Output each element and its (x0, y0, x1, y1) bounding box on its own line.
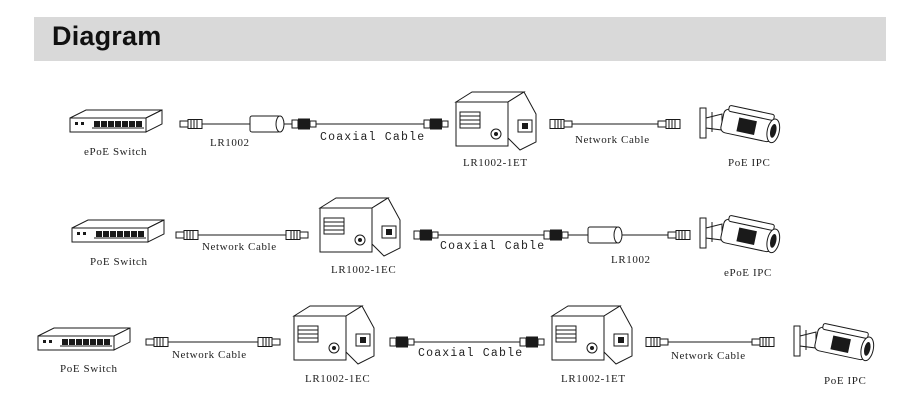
bullet-camera-icon (793, 321, 877, 363)
network-cable-label: Network Cable (575, 134, 650, 146)
bnc-connector-icon (519, 336, 545, 348)
network-cable-label: Network Cable (202, 241, 277, 253)
device-label: LR1002-1EC (331, 264, 396, 276)
rj45-connector-icon (285, 230, 309, 240)
lr1002-adapter-icon (579, 226, 631, 244)
coax-cable-label: Coaxial Cable (320, 131, 425, 144)
section-header: Diagram (34, 17, 886, 61)
rj45-connector-icon (549, 119, 573, 129)
switch-icon (69, 109, 163, 133)
rj45-connector-icon (257, 337, 281, 347)
device-label-1: LR1002-1EC (305, 373, 370, 385)
bnc-connector-icon (389, 336, 415, 348)
switch-label: PoE Switch (60, 363, 118, 375)
rj45-connector-icon (657, 119, 681, 129)
bnc-connector-icon (423, 118, 449, 130)
rj45-connector-icon (645, 337, 669, 347)
bnc-connector-icon (543, 229, 569, 241)
lr1002-label: LR1002 (210, 137, 250, 149)
row-1: ePoE Switch LR1002 Coaxial Cable LR1002-… (69, 91, 783, 169)
network-cable-label-2: Network Cable (671, 350, 746, 362)
bnc-connector-icon (291, 118, 317, 130)
lr1002-adapter-icon (241, 115, 293, 133)
switch-label: PoE Switch (90, 256, 148, 268)
camera-label: PoE IPC (824, 375, 866, 387)
extender-box-icon (455, 91, 537, 151)
device-label-2: LR1002-1ET (561, 373, 626, 385)
coax-cable-label: Coaxial Cable (440, 240, 545, 253)
rj45-connector-icon (175, 230, 199, 240)
bnc-connector-icon (413, 229, 439, 241)
bullet-camera-icon (699, 213, 783, 255)
extender-box-icon (551, 305, 633, 365)
network-cable-label-1: Network Cable (172, 349, 247, 361)
device-label: LR1002-1ET (463, 157, 528, 169)
rj45-connector-icon (751, 337, 775, 347)
row-2: PoE Switch Network Cable LR1002-1EC Coax… (71, 197, 783, 279)
coax-cable-label: Coaxial Cable (418, 347, 523, 360)
section-title: Diagram (52, 21, 162, 51)
lr1002-label: LR1002 (611, 254, 651, 266)
switch-label: ePoE Switch (84, 146, 147, 158)
camera-label: ePoE IPC (724, 267, 772, 279)
rj45-connector-icon (179, 119, 203, 129)
bullet-camera-icon (699, 103, 783, 145)
rj45-connector-icon (145, 337, 169, 347)
switch-icon (71, 219, 165, 243)
extender-box-icon (319, 197, 401, 257)
row-3: PoE Switch Network Cable LR1002-1EC Coax… (37, 305, 877, 387)
rj45-connector-icon (667, 230, 691, 240)
switch-icon (37, 327, 131, 351)
extender-box-icon (293, 305, 375, 365)
camera-label: PoE IPC (728, 157, 770, 169)
